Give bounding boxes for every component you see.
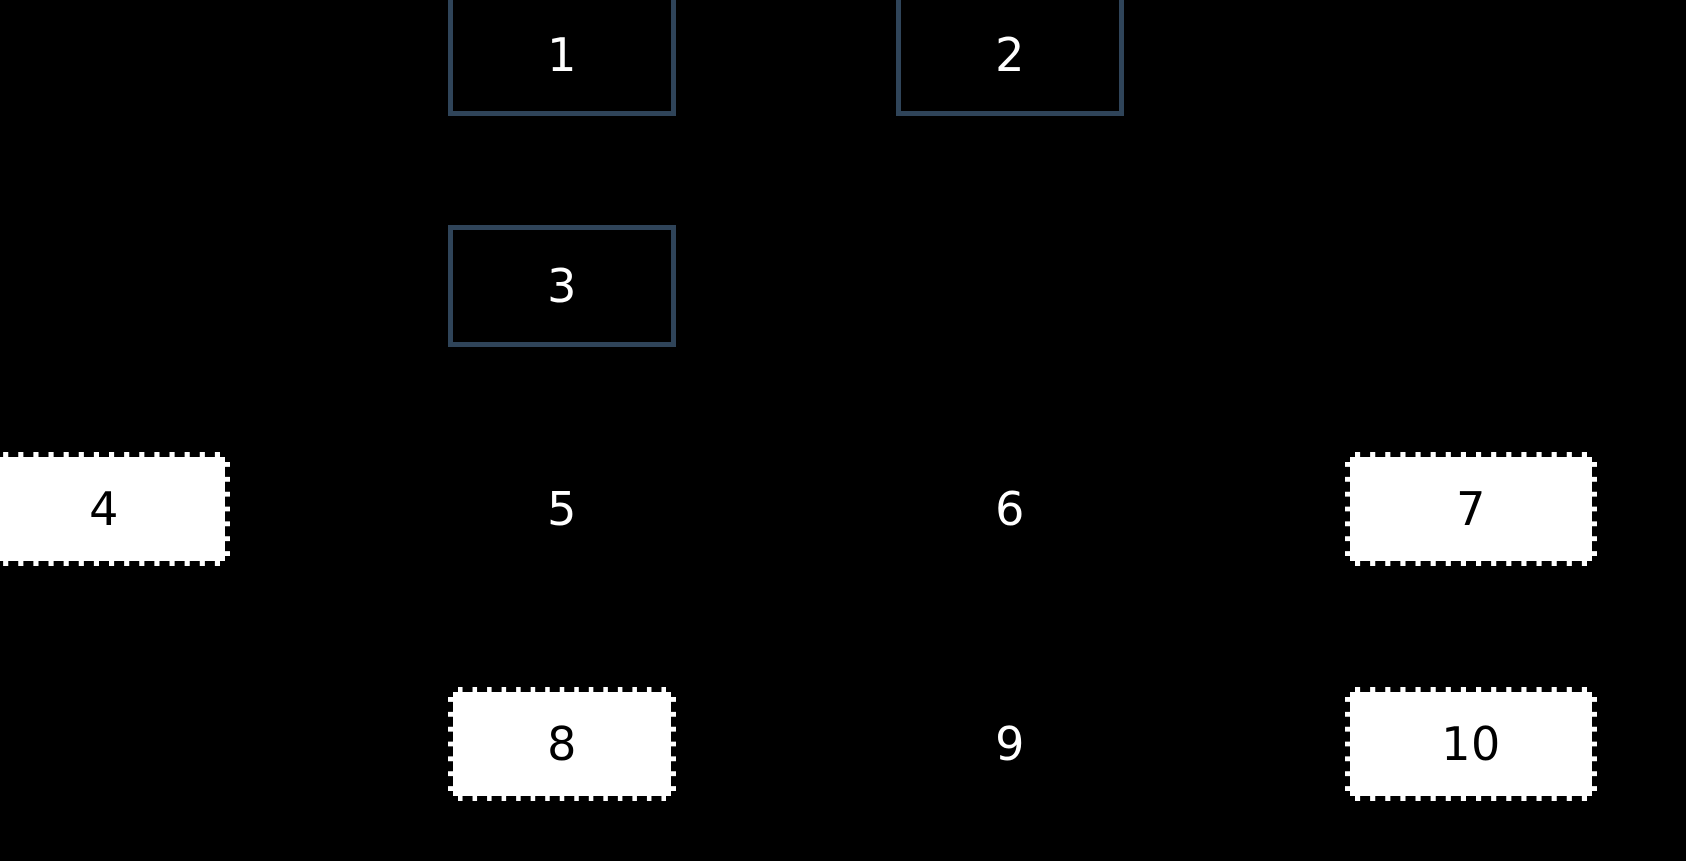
box-3[interactable]: 3 (448, 225, 676, 347)
box-4[interactable]: 4 (0, 452, 230, 566)
box-label: 6 (995, 482, 1025, 536)
box-label: 3 (547, 259, 577, 313)
box-2[interactable]: 2 (896, 0, 1124, 116)
box-label: 5 (547, 482, 577, 536)
box-label: 4 (89, 482, 119, 536)
box-5[interactable]: 5 (448, 452, 676, 566)
box-10[interactable]: 10 (1345, 687, 1597, 801)
box-7[interactable]: 7 (1345, 452, 1597, 566)
box-label: 9 (995, 717, 1025, 771)
box-6[interactable]: 6 (896, 452, 1124, 566)
box-1[interactable]: 1 (448, 0, 676, 116)
box-8[interactable]: 8 (448, 687, 676, 801)
box-label: 10 (1441, 717, 1501, 771)
box-label: 7 (1456, 482, 1486, 536)
box-label: 8 (547, 717, 577, 771)
box-label: 2 (995, 28, 1025, 82)
box-9[interactable]: 9 (896, 687, 1124, 801)
box-label: 1 (547, 28, 577, 82)
